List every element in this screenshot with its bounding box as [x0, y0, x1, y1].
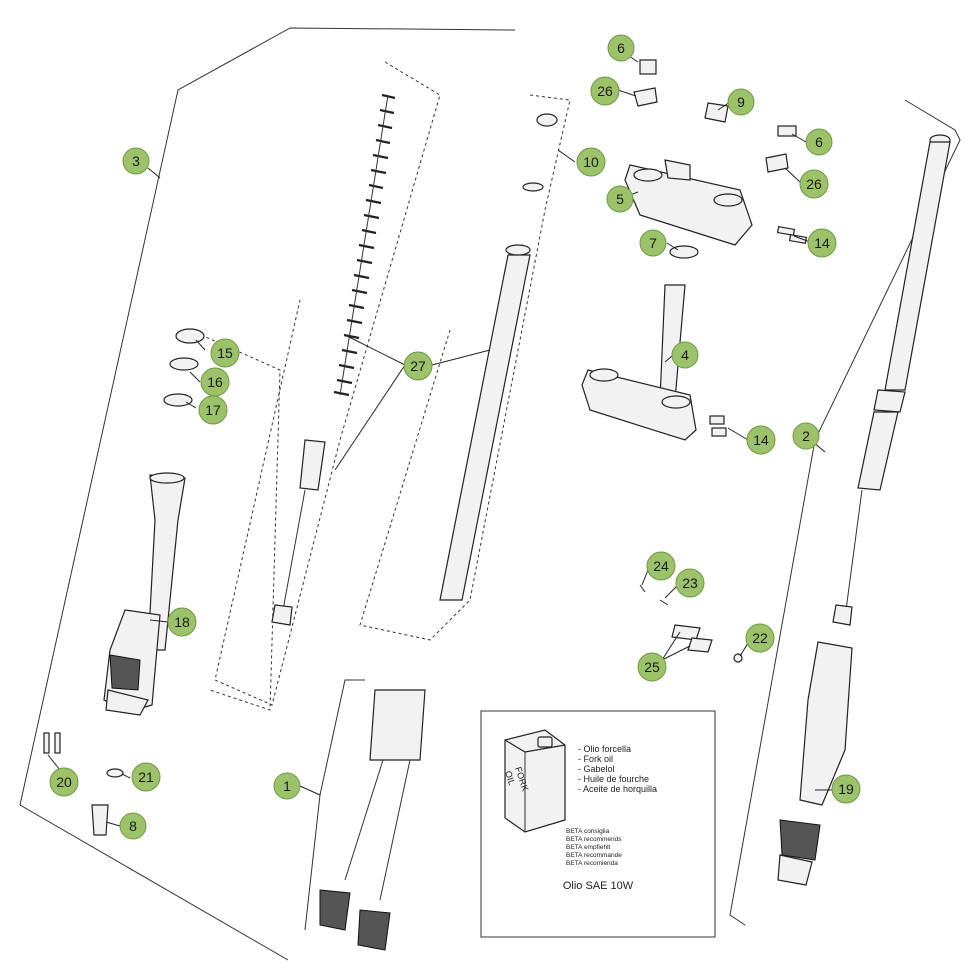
cartridge-rod — [271, 439, 326, 626]
recommends-de: BETA empfiehlt — [566, 844, 611, 851]
svg-text:27: 27 — [410, 358, 426, 374]
callout-16: 16 — [200, 367, 230, 397]
svg-text:17: 17 — [205, 402, 221, 418]
callout-21: 21 — [131, 762, 161, 792]
callout-18: 18 — [167, 607, 197, 637]
fork-leg-left — [103, 472, 186, 716]
leader-lines — [47, 49, 834, 827]
svg-text:7: 7 — [649, 235, 657, 251]
svg-text:24: 24 — [653, 558, 669, 574]
frame-right-assembly — [729, 99, 961, 926]
svg-text:1: 1 — [283, 778, 291, 794]
svg-text:18: 18 — [174, 614, 190, 630]
svg-text:22: 22 — [752, 630, 768, 646]
oil-names-list: - Olio forcella - Fork oil - Gabelol - H… — [578, 744, 657, 794]
svg-text:6: 6 — [815, 134, 823, 150]
svg-text:25: 25 — [644, 659, 660, 675]
oil-can-label-line2: OIL — [503, 770, 517, 787]
callout-23: 23 — [675, 568, 705, 598]
fork-leg-right — [777, 134, 951, 886]
svg-text:21: 21 — [138, 769, 154, 785]
callout-25: 25 — [637, 652, 667, 682]
small-hardware — [43, 584, 743, 836]
oil-name-fr: - Huile de fourche — [578, 774, 649, 784]
oil-recommendation-box: FORK OIL - Olio forcella - Fork oil - Ga… — [480, 710, 716, 938]
callout-26b: 26 — [799, 169, 829, 199]
svg-text:6: 6 — [617, 40, 625, 56]
oil-name-en: - Fork oil — [578, 754, 613, 764]
svg-text:14: 14 — [814, 235, 830, 251]
recommends-en: BETA recommends — [566, 836, 622, 843]
callout-6b: 6 — [805, 128, 833, 156]
callout-26a: 26 — [590, 76, 620, 106]
svg-text:4: 4 — [681, 347, 689, 363]
svg-text:26: 26 — [806, 176, 822, 192]
callout-1: 1 — [273, 772, 301, 800]
callout-10: 10 — [576, 147, 606, 177]
callout-24: 24 — [646, 551, 676, 581]
clamp-bolts — [709, 225, 808, 437]
oil-can-icon: FORK OIL — [503, 729, 566, 833]
svg-text:10: 10 — [583, 154, 599, 170]
recommends-es: BETA recomienda — [566, 860, 618, 867]
svg-text:26: 26 — [597, 83, 613, 99]
svg-text:20: 20 — [56, 774, 72, 790]
seal-kit — [163, 328, 205, 407]
clamp-small-parts — [633, 59, 797, 173]
callout-6a: 6 — [607, 34, 635, 62]
svg-text:5: 5 — [616, 191, 624, 207]
callout-27: 27 — [403, 351, 433, 381]
callout-14b: 14 — [746, 425, 776, 455]
recommends-list: BETA consiglia BETA recommends BETA empf… — [566, 828, 622, 867]
svg-text:19: 19 — [838, 781, 854, 797]
svg-text:3: 3 — [132, 153, 140, 169]
callout-20: 20 — [49, 767, 79, 797]
callout-5: 5 — [606, 185, 634, 213]
callouts: 1 2 3 4 5 6 6 7 8 9 10 14 14 15 16 17 18… — [49, 34, 861, 840]
frame-tube — [359, 94, 571, 641]
svg-text:2: 2 — [802, 428, 810, 444]
oil-name-es: - Aceite de horquilla — [578, 784, 657, 794]
oil-spec: Olio SAE 10W — [563, 880, 634, 892]
callout-17: 17 — [198, 395, 228, 425]
oil-name-de: - Gabelol — [578, 764, 615, 774]
fork-spring — [333, 93, 396, 397]
upper-triple-clamp — [624, 159, 753, 246]
recommends-fr: BETA recommande — [566, 852, 622, 859]
callout-2: 2 — [792, 422, 820, 450]
callout-19: 19 — [831, 774, 861, 804]
recommends-it: BETA consiglia — [566, 828, 610, 835]
callout-15: 15 — [210, 338, 240, 368]
frame-cartridge — [214, 61, 441, 706]
oil-name-it: - Olio forcella — [578, 744, 631, 754]
callout-22: 22 — [745, 623, 775, 653]
callout-7: 7 — [639, 229, 667, 257]
complete-fork — [319, 689, 426, 951]
svg-text:23: 23 — [682, 575, 698, 591]
callout-14a: 14 — [807, 228, 837, 258]
callout-4: 4 — [671, 341, 699, 369]
callout-8: 8 — [119, 812, 147, 840]
svg-text:9: 9 — [737, 94, 745, 110]
svg-text:8: 8 — [129, 818, 137, 834]
callout-3: 3 — [122, 147, 150, 175]
frame-complete-fork — [304, 679, 365, 931]
svg-text:14: 14 — [753, 432, 769, 448]
lower-triple-clamp — [581, 284, 697, 441]
frame-left-assembly — [19, 27, 516, 961]
svg-text:16: 16 — [207, 374, 223, 390]
svg-text:15: 15 — [217, 345, 233, 361]
inner-tube — [439, 113, 558, 601]
callout-9: 9 — [727, 88, 755, 116]
